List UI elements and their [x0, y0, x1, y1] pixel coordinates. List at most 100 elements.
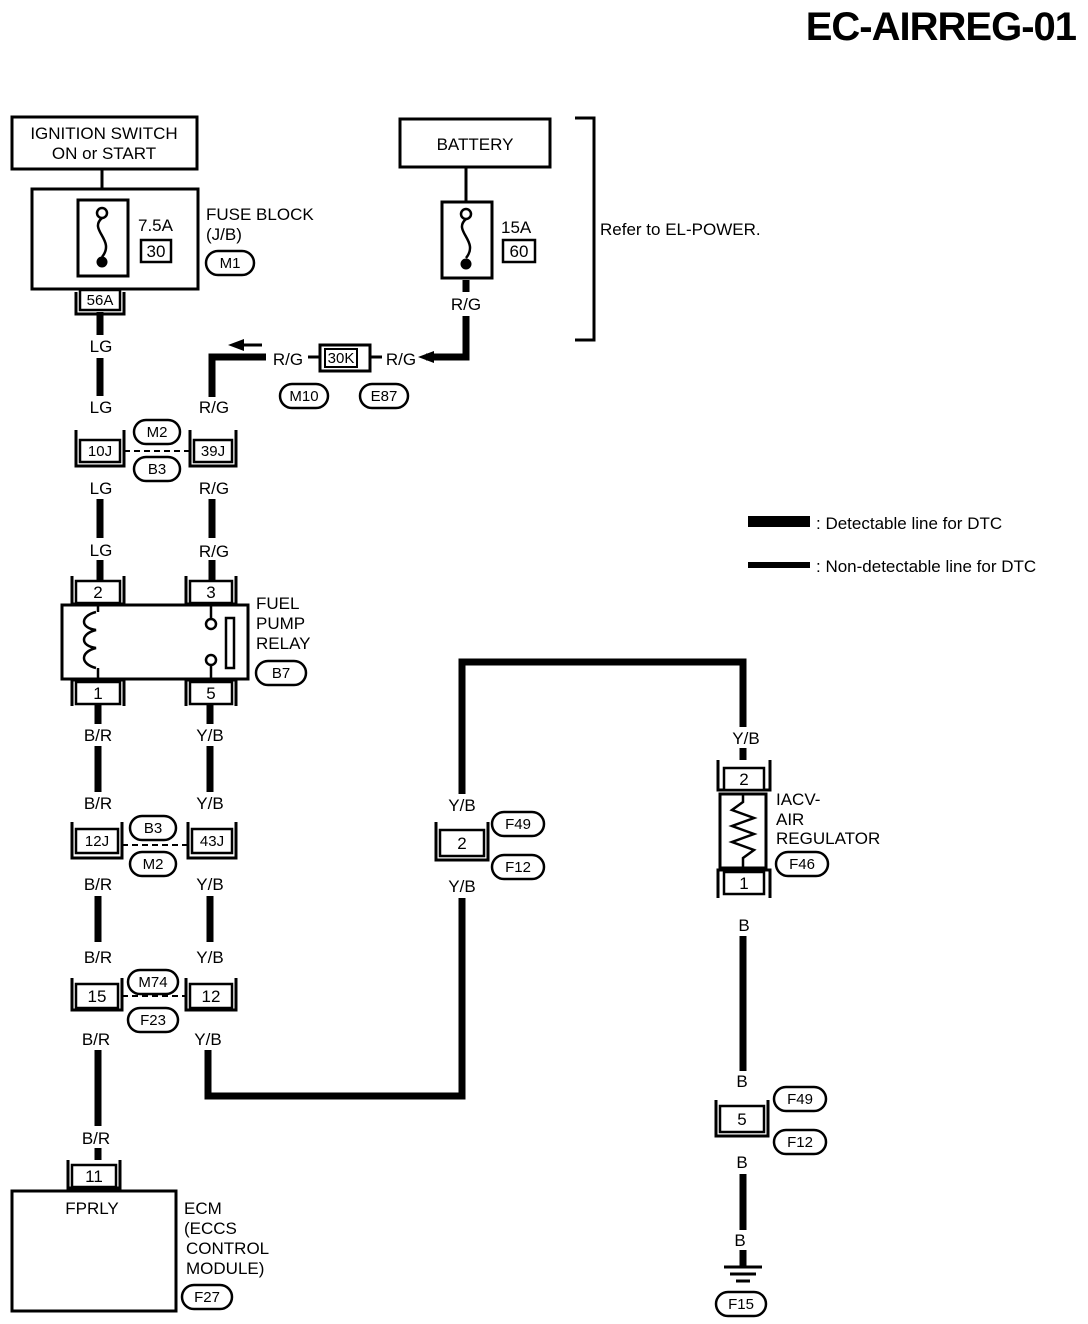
- relay-contact-top: [204, 617, 218, 631]
- fuse-block-connector-id: [204, 249, 256, 277]
- connector-39j: [192, 438, 234, 464]
- connector-12j-label: 12J: [85, 833, 109, 850]
- ecm-pin-11-label: 11: [85, 1167, 103, 1186]
- iacv-connector-id: [774, 850, 830, 878]
- iacv-label-3: REGULATOR: [776, 829, 880, 848]
- connector-id-f23-text: F23: [140, 1012, 166, 1029]
- connector-id-f49-b-text: F49: [787, 1091, 813, 1108]
- connector-id-m10: [278, 382, 330, 410]
- ignition-switch-line1: IGNITION SWITCH: [30, 124, 177, 143]
- connector-id-m2-b: [128, 850, 178, 878]
- relay-label-1: FUEL: [256, 594, 299, 613]
- fuse-15a-bottom-terminal: [460, 258, 472, 270]
- wire-label-rg-3: R/G: [199, 479, 229, 498]
- relay-pin-3-label: 3: [206, 583, 215, 602]
- connector-10j: [78, 438, 122, 464]
- ecm-label-1: ECM: [184, 1199, 222, 1218]
- connector-id-m2-a: [132, 418, 182, 446]
- connector-mid-2: [438, 828, 486, 858]
- battery-label: BATTERY: [437, 135, 514, 154]
- legend-non-detectable-text: : Non-detectable line for DTC: [816, 557, 1036, 576]
- wire-label-rg-m10: R/G: [273, 350, 303, 369]
- wire-label-yb-2: Y/B: [196, 794, 223, 813]
- connector-id-f49-a-text: F49: [505, 816, 531, 833]
- ecm-label-3: CONTROL: [186, 1239, 269, 1258]
- ignition-switch-box: [10, 115, 199, 171]
- ecm-label-2: (ECCS: [184, 1219, 237, 1238]
- relay-pin-5-cup: [184, 678, 238, 706]
- iacv-resistor: [728, 794, 758, 868]
- connector-15: [74, 982, 120, 1010]
- wire-rg-turn-down: [208, 353, 266, 397]
- connector-id-f12-b-text: F12: [787, 1134, 813, 1151]
- wire-label-br-4: B/R: [84, 948, 112, 967]
- ecm-label-4: MODULE): [186, 1259, 264, 1278]
- wire-label-yb-iacv: Y/B: [732, 729, 759, 748]
- fuse-block-label-1: FUSE BLOCK: [206, 205, 314, 224]
- refer-bracket: [575, 116, 596, 342]
- relay-contact-bottom: [204, 653, 218, 667]
- ignition-switch-line2: ON or START: [52, 144, 156, 163]
- connector-56a-cup: [74, 292, 126, 316]
- connector-id-f12-a: [490, 853, 546, 881]
- connector-10j-label: 10J: [88, 443, 112, 460]
- connector-id-m74: [126, 968, 180, 996]
- fuse-15a-element: [460, 218, 472, 259]
- relay-pin-1-cup: [70, 678, 126, 706]
- relay-pin-5-label: 5: [206, 684, 215, 703]
- relay-connector-id: [254, 659, 308, 687]
- ground-connector-id-text: F15: [728, 1296, 754, 1313]
- wire-label-rg-bat: R/G: [451, 295, 481, 314]
- fuse-7-5a-number-box: [139, 238, 173, 264]
- wire-label-yb-1: Y/B: [196, 726, 223, 745]
- refer-text: Refer to EL-POWER.: [600, 220, 761, 239]
- legend-detectable-text: : Detectable line for DTC: [816, 514, 1002, 533]
- fuse-7-5a-top-terminal: [95, 206, 109, 220]
- relay-pin-3: [188, 579, 234, 605]
- fuel-pump-relay-box: [60, 603, 250, 681]
- connector-gnd-5-label: 5: [737, 1110, 746, 1129]
- connector-43j: [190, 827, 234, 855]
- connector-12j: [74, 827, 120, 855]
- fuse-15a-number-box: [501, 238, 537, 264]
- connector-id-f49-b: [772, 1085, 828, 1113]
- connector-id-m2-b-text: M2: [143, 856, 164, 873]
- connector-mid-2-label: 2: [457, 834, 466, 853]
- connector-id-f23: [126, 1006, 180, 1034]
- connector-12-label: 12: [202, 987, 221, 1006]
- connector-12: [188, 982, 234, 1010]
- connector-gnd-5: [718, 1104, 766, 1134]
- connector-15-cup: [70, 978, 124, 1012]
- iacv-pin-2-label: 2: [739, 770, 748, 789]
- connector-43j-label: 43J: [200, 833, 224, 850]
- wire-label-lg-2: LG: [90, 398, 113, 417]
- fuse-block-connector-id-text: M1: [220, 255, 241, 272]
- fuse-7-5a-rating: 7.5A: [138, 216, 174, 235]
- connector-id-f12-b: [772, 1128, 828, 1156]
- fuse-7-5a-element: [96, 217, 108, 258]
- relay-pin-1-label: 1: [93, 684, 102, 703]
- iacv-pin-1-cup: [716, 868, 772, 898]
- relay-switch-arm: [224, 616, 236, 670]
- relay-connector-id-text: B7: [272, 665, 290, 682]
- wire-label-yb-4: Y/B: [196, 948, 223, 967]
- connector-id-m74-text: M74: [138, 974, 167, 991]
- relay-pin-2: [74, 579, 122, 605]
- connector-id-f12-a-text: F12: [505, 859, 531, 876]
- connector-10j-cup: [74, 430, 126, 468]
- fuse-block-label-2: (J/B): [206, 225, 242, 244]
- wire-yb-top-loop: [458, 658, 747, 794]
- connector-12-cup: [184, 978, 238, 1012]
- wire-label-lg-4: LG: [90, 541, 113, 560]
- connector-id-b3-a-text: B3: [148, 461, 166, 478]
- connector-id-b3-a: [132, 455, 182, 483]
- connector-id-m2-a-text: M2: [147, 424, 168, 441]
- connector-39j-cup: [188, 430, 238, 468]
- wire-label-yb-3: Y/B: [196, 875, 223, 894]
- wire-label-rg-4: R/G: [199, 542, 229, 561]
- iacv-pin-1: [722, 870, 766, 896]
- connector-id-f49-a: [490, 810, 546, 838]
- ecm-connector-id: [180, 1283, 234, 1311]
- ecm-box: [10, 1189, 178, 1313]
